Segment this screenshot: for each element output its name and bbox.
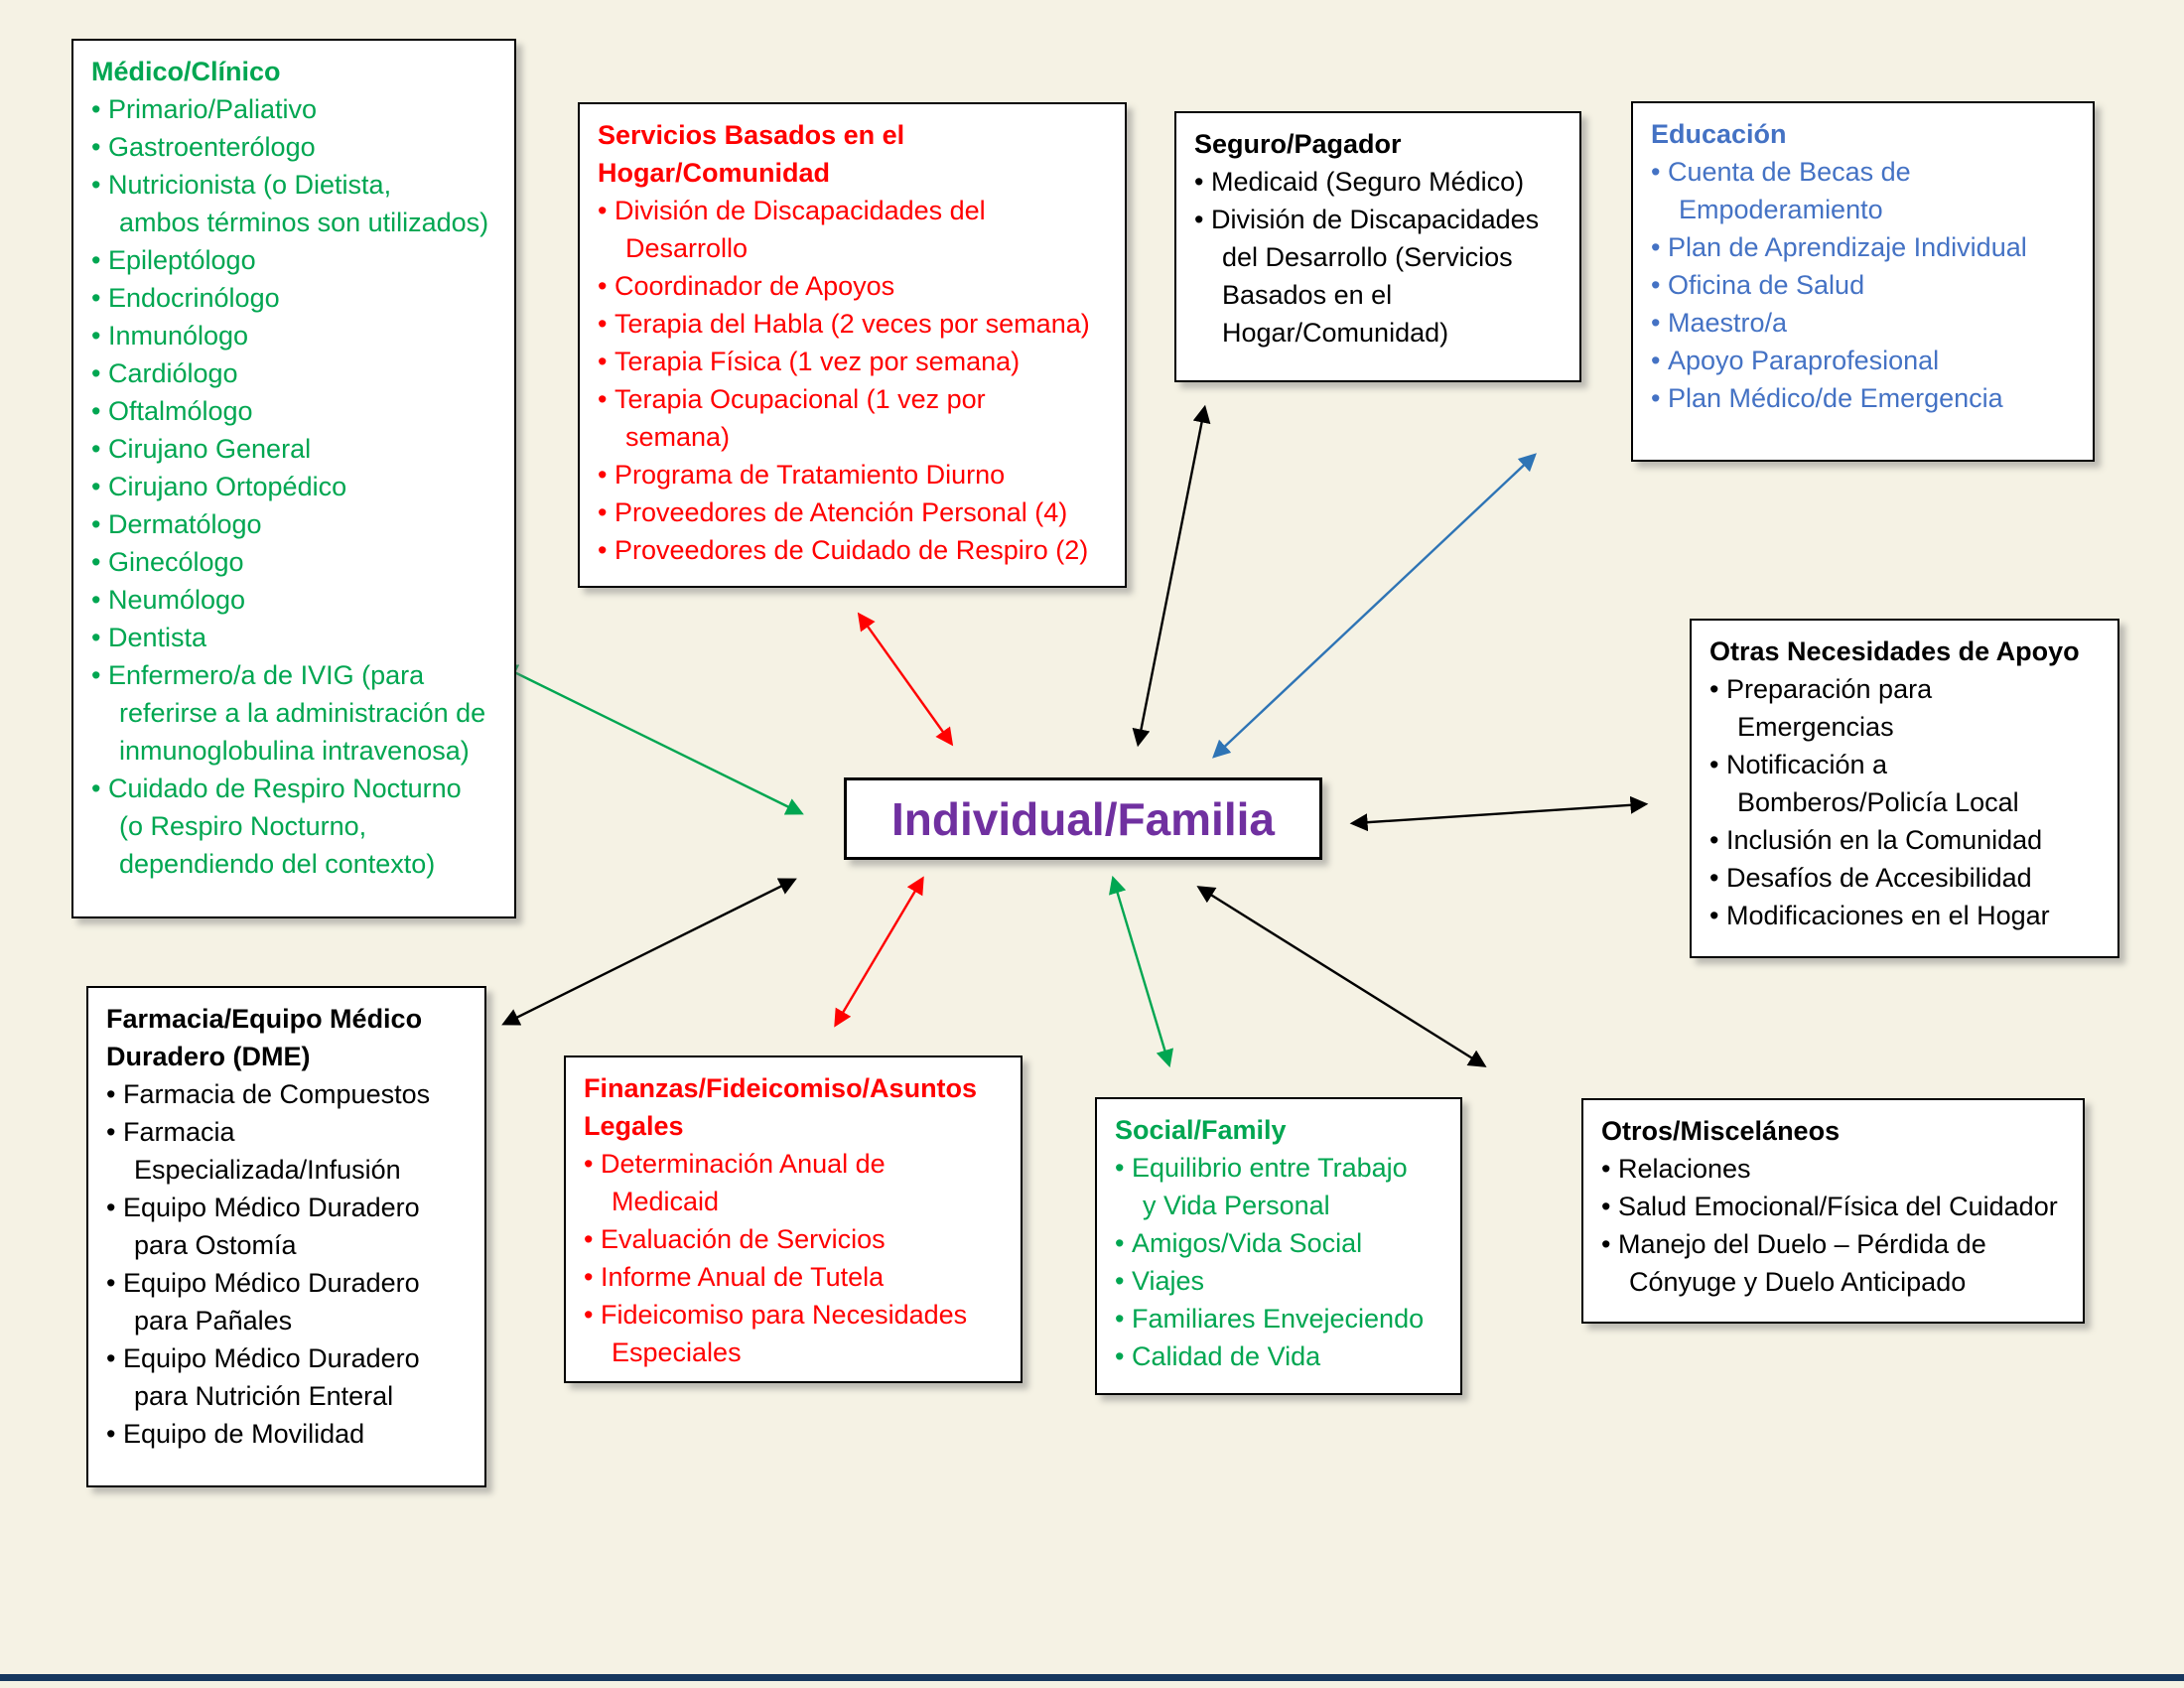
- arrow-otras-necesidades-apoyo: [1349, 795, 1649, 832]
- list-item: Plan Médico/de Emergencia: [1651, 379, 2075, 417]
- list-item: Epileptólogo: [91, 241, 496, 279]
- arrow-otros-miscelaneos: [1196, 886, 1487, 1067]
- list-item: Coordinador de Apoyos: [598, 267, 1107, 305]
- box-farmacia-dme: Farmacia/Equipo Médico Duradero (DME) Fa…: [86, 986, 486, 1487]
- box-title-otros-miscelaneos: Otros/Misceláneos: [1601, 1116, 1841, 1146]
- list-item: Enfermero/a de IVIG (para referirse a la…: [91, 656, 496, 770]
- arrow-medico-clinico: [499, 664, 804, 815]
- list-item: Farmacia de Compuestos: [106, 1075, 467, 1113]
- box-social-family: Social/Family Equilibrio entre Trabajo y…: [1095, 1097, 1462, 1395]
- arrow-finanzas-fideicomiso-legales: [834, 876, 924, 1028]
- box-list-farmacia-dme: Farmacia de CompuestosFarmacia Especiali…: [106, 1075, 467, 1453]
- box-otros-miscelaneos: Otros/Misceláneos RelacionesSalud Emocio…: [1581, 1098, 2085, 1324]
- arrow-social-family: [1109, 875, 1173, 1068]
- list-item: Medicaid (Seguro Médico): [1194, 163, 1562, 201]
- list-item: Terapia del Habla (2 veces por semana): [598, 305, 1107, 343]
- list-item: Cuenta de Becas de Empoderamiento: [1651, 153, 2075, 228]
- list-item: Calidad de Vida: [1115, 1337, 1442, 1375]
- list-item: Programa de Tratamiento Diurno: [598, 456, 1107, 493]
- box-list-seguro-pagador: Medicaid (Seguro Médico)División de Disc…: [1194, 163, 1562, 352]
- list-item: Desafíos de Accesibilidad: [1709, 859, 2100, 897]
- box-title-servicios: Servicios Basados en el Hogar/Comunidad: [598, 120, 905, 188]
- list-item: Viajes: [1115, 1262, 1442, 1300]
- list-item: Endocrinólogo: [91, 279, 496, 317]
- box-list-social-family: Equilibrio entre Trabajo y Vida Personal…: [1115, 1149, 1442, 1375]
- list-item: Inmunólogo: [91, 317, 496, 354]
- list-item: Farmacia Especializada/Infusión: [106, 1113, 467, 1189]
- list-item: Cirujano General: [91, 430, 496, 468]
- box-list-educacion: Cuenta de Becas de EmpoderamientoPlan de…: [1651, 153, 2075, 417]
- list-item: Terapia Física (1 vez por semana): [598, 343, 1107, 380]
- list-item: Equipo de Movilidad: [106, 1415, 467, 1453]
- arrow-servicios-hogar-comunidad: [857, 612, 954, 747]
- list-item: Manejo del Duelo – Pérdida de Cónyuge y …: [1601, 1225, 2065, 1301]
- list-item: Modificaciones en el Hogar: [1709, 897, 2100, 934]
- list-item: Familiares Envejeciendo: [1115, 1300, 1442, 1337]
- box-title-seguro-pagador: Seguro/Pagador: [1194, 129, 1402, 159]
- box-otras-necesidades-apoyo: Otras Necesidades de Apoyo Preparación p…: [1690, 619, 2119, 958]
- list-item: Ginecólogo: [91, 543, 496, 581]
- arrow-educacion: [1212, 453, 1537, 759]
- box-list-otros-miscelaneos: RelacionesSalud Emocional/Física del Cui…: [1601, 1150, 2065, 1301]
- list-item: Relaciones: [1601, 1150, 2065, 1188]
- box-list-medico-clinico: Primario/PaliativoGastroenterólogoNutric…: [91, 90, 496, 883]
- list-item: División de Discapacidades del Desarroll…: [1194, 201, 1562, 352]
- list-item: Cirujano Ortopédico: [91, 468, 496, 505]
- list-item: Proveedores de Cuidado de Respiro (2): [598, 531, 1107, 569]
- list-item: Notificación a Bomberos/Policía Local: [1709, 746, 2100, 821]
- box-medico-clinico: Médico/Clínico Primario/PaliativoGastroe…: [71, 39, 516, 918]
- box-list-finanzas-legales: Determinación Anual de MedicaidEvaluació…: [584, 1145, 1003, 1371]
- box-title-finanzas-legales: Finanzas/Fideicomiso/Asuntos Legales: [584, 1073, 978, 1141]
- list-item: División de Discapacidades del Desarroll…: [598, 192, 1107, 267]
- list-item: Inclusión en la Comunidad: [1709, 821, 2100, 859]
- list-item: Cardiólogo: [91, 354, 496, 392]
- list-item: Equilibrio entre Trabajo y Vida Personal: [1115, 1149, 1442, 1224]
- box-seguro-pagador: Seguro/Pagador Medicaid (Seguro Médico)D…: [1174, 111, 1581, 382]
- arrow-seguro-pagador: [1132, 404, 1211, 748]
- list-item: Amigos/Vida Social: [1115, 1224, 1442, 1262]
- center-node-individual-familia: Individual/Familia: [844, 777, 1322, 860]
- bottom-border-bar: [0, 1674, 2184, 1681]
- list-item: Apoyo Paraprofesional: [1651, 342, 2075, 379]
- list-item: Primario/Paliativo: [91, 90, 496, 128]
- center-node-label: Individual/Familia: [891, 792, 1275, 845]
- list-item: Preparación para Emergencias: [1709, 670, 2100, 746]
- arrow-farmacia-dme: [501, 878, 797, 1026]
- box-title-otras-necesidades: Otras Necesidades de Apoyo: [1709, 636, 2080, 666]
- box-finanzas-fideicomiso-legales: Finanzas/Fideicomiso/Asuntos Legales Det…: [564, 1055, 1023, 1383]
- list-item: Fideicomiso para Necesidades Especiales: [584, 1296, 1003, 1371]
- list-item: Nutricionista (o Dietista, ambos término…: [91, 166, 496, 241]
- box-title-social-family: Social/Family: [1115, 1115, 1287, 1145]
- box-title-farmacia-dme: Farmacia/Equipo Médico Duradero (DME): [106, 1004, 423, 1071]
- list-item: Oftalmólogo: [91, 392, 496, 430]
- box-title-medico-clinico: Médico/Clínico: [91, 57, 281, 86]
- list-item: Determinación Anual de Medicaid: [584, 1145, 1003, 1220]
- list-item: Proveedores de Atención Personal (4): [598, 493, 1107, 531]
- list-item: Equipo Médico Duradero para Pañales: [106, 1264, 467, 1339]
- box-servicios-hogar-comunidad: Servicios Basados en el Hogar/Comunidad …: [578, 102, 1127, 588]
- list-item: Evaluación de Servicios: [584, 1220, 1003, 1258]
- list-item: Dermatólogo: [91, 505, 496, 543]
- box-list-otras-necesidades: Preparación para EmergenciasNotificación…: [1709, 670, 2100, 934]
- list-item: Dentista: [91, 619, 496, 656]
- box-title-educacion: Educación: [1651, 119, 1787, 149]
- list-item: Equipo Médico Duradero para Ostomía: [106, 1189, 467, 1264]
- box-list-servicios: División de Discapacidades del Desarroll…: [598, 192, 1107, 569]
- list-item: Equipo Médico Duradero para Nutrición En…: [106, 1339, 467, 1415]
- list-item: Cuidado de Respiro Nocturno (o Respiro N…: [91, 770, 496, 883]
- list-item: Gastroenterólogo: [91, 128, 496, 166]
- list-item: Salud Emocional/Física del Cuidador: [1601, 1188, 2065, 1225]
- list-item: Oficina de Salud: [1651, 266, 2075, 304]
- list-item: Maestro/a: [1651, 304, 2075, 342]
- list-item: Informe Anual de Tutela: [584, 1258, 1003, 1296]
- list-item: Terapia Ocupacional (1 vez por semana): [598, 380, 1107, 456]
- list-item: Plan de Aprendizaje Individual: [1651, 228, 2075, 266]
- list-item: Neumólogo: [91, 581, 496, 619]
- box-educacion: Educación Cuenta de Becas de Empoderamie…: [1631, 101, 2095, 462]
